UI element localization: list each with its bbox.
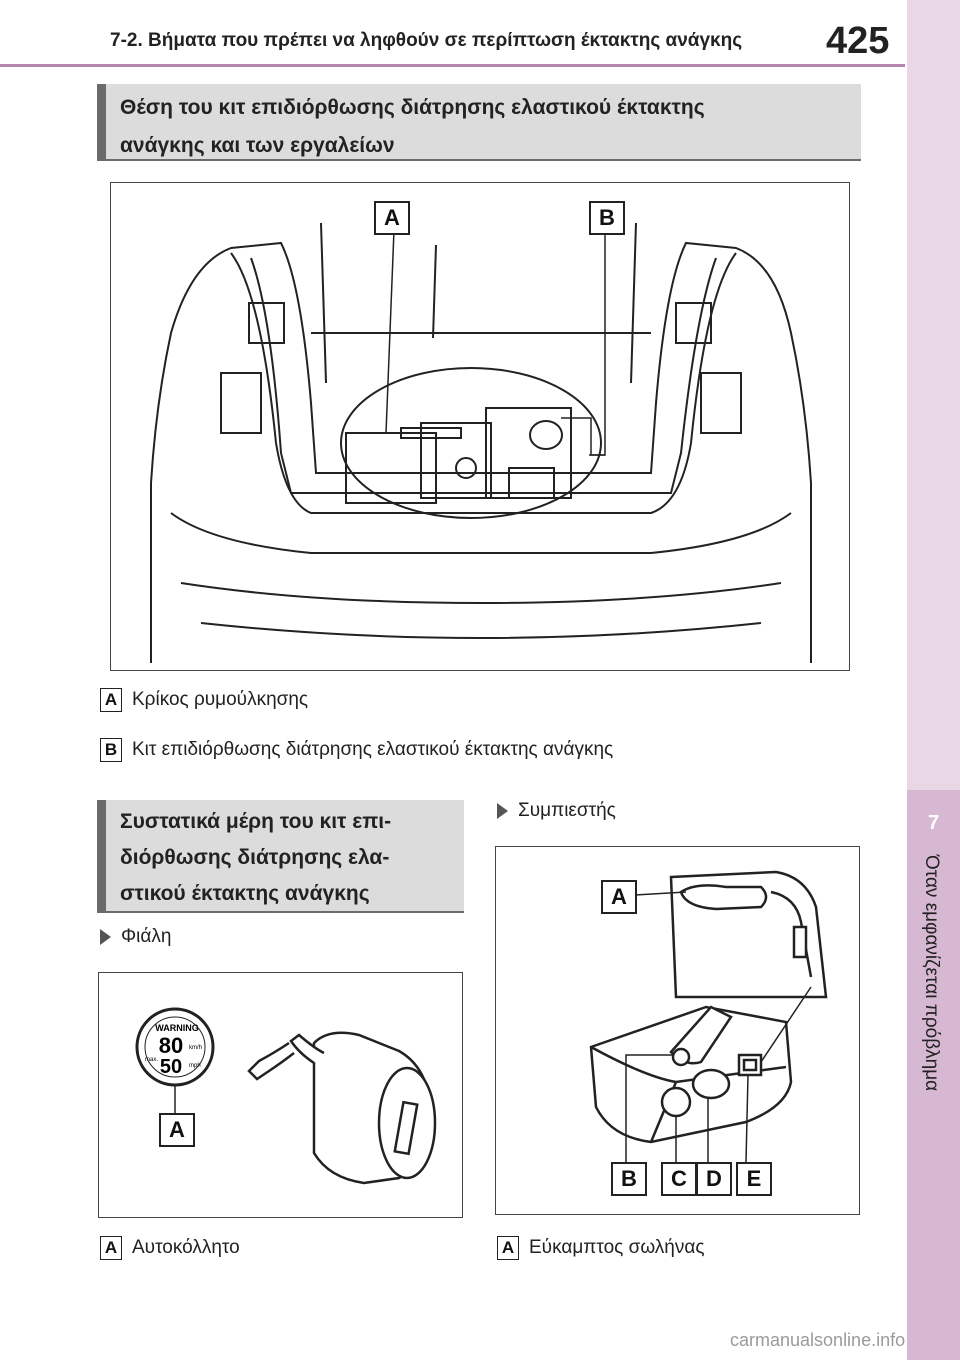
legend-item: B Κιτ επιδιόρθωσης διάτρησης ελαστικού έ… — [100, 738, 613, 762]
bottle-illustration: WARNING 80 50 km/h mph max. — [135, 1007, 437, 1185]
trunk-figure: A B — [110, 182, 850, 671]
chapter-label: Όταν εμφανίζεται πρόβλημα — [921, 855, 942, 1092]
section-heading-location: Θέση του κιτ επιδιόρθωσης διάτρησης ελασ… — [97, 84, 861, 161]
legend-key: B — [100, 738, 122, 762]
legend-text: Αυτοκόλλητο — [132, 1237, 240, 1258]
callout-c-compressor: C — [661, 1162, 697, 1196]
heading-line: Συστατικά μέρη του κιτ επι- — [120, 810, 392, 833]
legend-item: A Αυτοκόλλητο — [100, 1236, 240, 1260]
callout-a: A — [374, 201, 410, 235]
heading-line: Θέση του κιτ επιδιόρθωσης διάτρησης ελασ… — [120, 96, 705, 119]
sticker-max: max. — [145, 1057, 158, 1063]
section-heading-components: Συστατικά μέρη του κιτ επι- διόρθωσης δι… — [97, 800, 464, 913]
sticker-speed-mph: 50 — [160, 1056, 182, 1078]
sticker-warning: WARNING — [155, 1023, 199, 1033]
legend-key: A — [497, 1236, 519, 1260]
legend-item: A Κρίκος ρυμούλκησης — [100, 688, 308, 712]
callout-a-compressor: A — [601, 880, 637, 914]
page-number: 425 — [826, 20, 890, 62]
bullet-compressor: Συμπιεστής — [497, 800, 616, 822]
bullet-text: Συμπιεστής — [518, 800, 616, 821]
legend-key: A — [100, 688, 122, 712]
bullet-triangle-icon — [497, 803, 508, 819]
running-header: 7-2. Βήματα που πρέπει να ληφθούν σε περ… — [110, 30, 743, 51]
bottle-figure: WARNING 80 50 km/h mph max. A — [98, 972, 463, 1218]
bullet-bottle: Φιάλη — [100, 926, 171, 948]
callout-a-bottle: A — [159, 1113, 195, 1147]
bullet-text: Φιάλη — [121, 926, 172, 947]
compressor-figure: A B C D E — [495, 846, 860, 1215]
trunk-illustration — [150, 222, 812, 663]
chapter-tab — [907, 790, 960, 1360]
legend-item: A Εύκαμπτος σωλήνας — [497, 1236, 705, 1260]
callout-e-compressor: E — [736, 1162, 772, 1196]
header-rule — [0, 64, 905, 67]
callout-b-compressor: B — [611, 1162, 647, 1196]
callout-d-compressor: D — [696, 1162, 732, 1196]
sticker-unit-mph: mph — [189, 1063, 201, 1069]
heading-line: διόρθωσης διάτρησης ελα- — [120, 846, 390, 869]
legend-key: A — [100, 1236, 122, 1260]
sticker-speed-kmh: 80 — [159, 1033, 183, 1058]
chapter-number: 7 — [927, 812, 940, 834]
legend-text: Εύκαμπτος σωλήνας — [529, 1237, 705, 1258]
compressor-illustration — [589, 870, 828, 1163]
heading-line: στικού έκτακτης ανάγκης — [120, 882, 370, 905]
bullet-triangle-icon — [100, 929, 111, 945]
heading-line: ανάγκης και των εργαλείων — [120, 134, 395, 157]
legend-text: Κρίκος ρυμούλκησης — [132, 689, 309, 710]
sticker-unit-kmh: km/h — [189, 1045, 202, 1051]
side-tab-background — [907, 0, 960, 790]
watermark: carmanualsonline.info — [730, 1330, 906, 1350]
legend-text: Κιτ επιδιόρθωσης διάτρησης ελαστικού έκτ… — [132, 739, 614, 760]
callout-b: B — [589, 201, 625, 235]
